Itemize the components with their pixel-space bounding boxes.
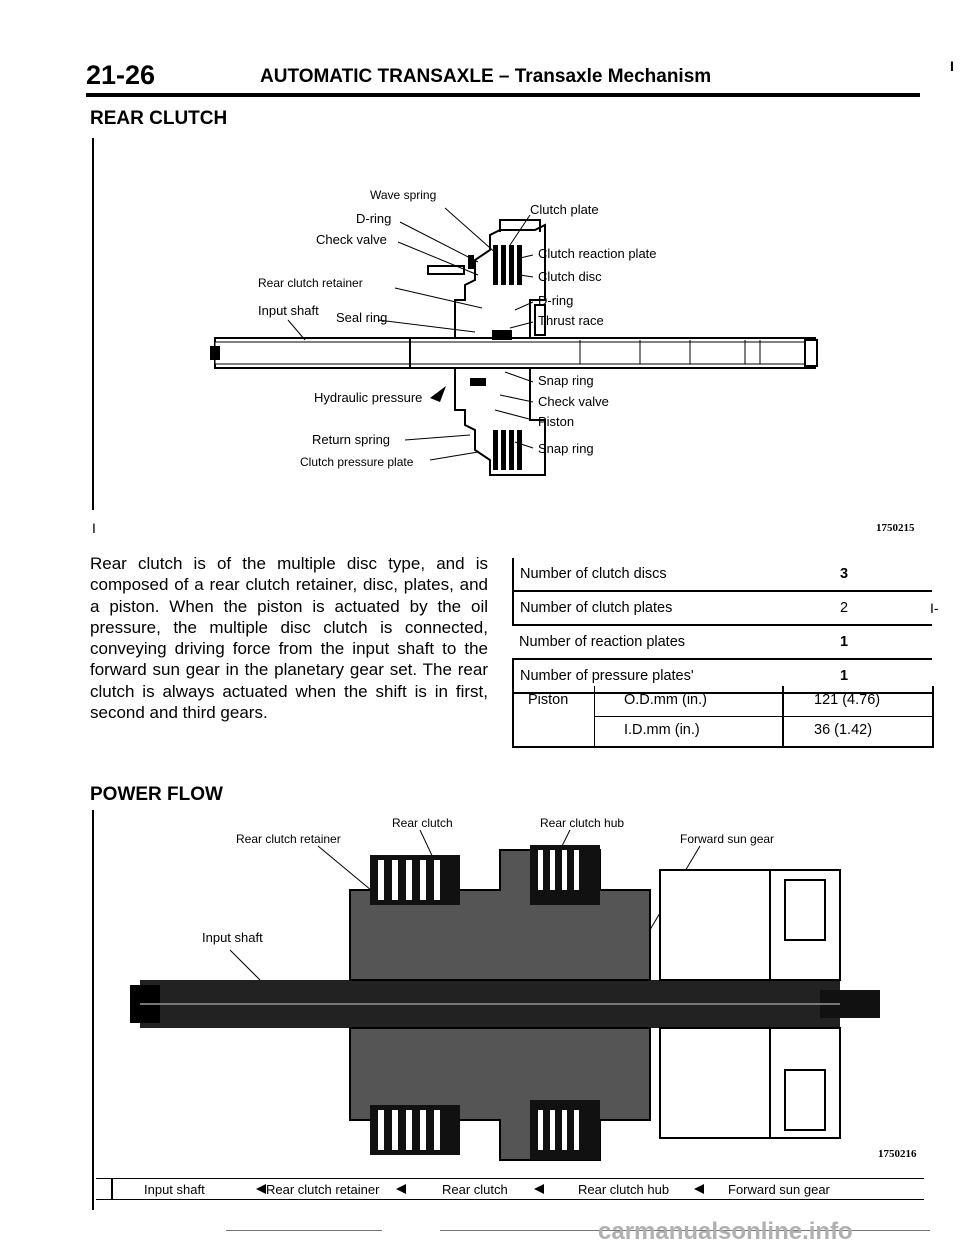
label-rear-clutch-retainer: Rear clutch retainer [258,276,363,290]
flow-bar [96,1178,924,1200]
spec-stray-mark: I- [930,600,939,616]
spec-table: Number of clutch discs 3 Number of clutc… [512,558,932,694]
flow-step-forward-sun-gear: Forward sun gear [728,1182,830,1197]
spec-value: 1 [756,659,932,694]
piston-label: Piston [528,692,569,708]
pf-label-rear-clutch-retainer: Rear clutch retainer [236,832,341,846]
label-d-ring-right: D-ring [538,293,574,308]
corner-mark: I [950,58,954,74]
spec-label: Number of reaction plates [513,625,756,660]
chapter-title: AUTOMATIC TRANSAXLE – Transaxle Mechanis… [260,66,712,87]
piston-id-label: I.D.mm (in.) [624,722,700,738]
label-clutch-disc: Clutch disc [538,269,602,284]
pf-label-rear-clutch-hub: Rear clutch hub [540,816,625,830]
watermark: carmanualsonline.info [598,1218,853,1245]
label-check-valve-right: Check valve [538,394,609,409]
pf-label-forward-sun-gear: Forward sun gear [680,832,775,846]
label-snap-ring-1: Snap ring [538,373,594,388]
label-check-valve-left: Check valve [316,232,387,247]
label-clutch-reaction-plate: Clutch reaction plate [538,246,657,261]
figure-number-power-flow: 1750216 [878,1148,917,1160]
spec-value: 1 [756,625,932,660]
footer-line-right [440,1230,930,1231]
figure-margin-mark: I [92,520,96,536]
label-snap-ring-2: Snap ring [538,441,594,456]
piston-subtable: Piston O.D.mm (in.) 121 (4.76) I.D.mm (i… [512,686,934,748]
label-input-shaft-top: Input shaft [258,303,319,318]
rear-clutch-description: Rear clutch is of the multiple disc type… [90,554,488,723]
spec-row-reaction: Number of reaction plates 1 [513,625,932,660]
label-clutch-plate: Clutch plate [530,202,599,217]
label-clutch-pressure-plate: Clutch pressure plate [300,455,414,469]
piston-divider-h [594,716,932,717]
piston-od-label: O.D.mm (in.) [624,692,707,708]
label-return-spring: Return spring [312,432,391,447]
rear-clutch-diagram [210,219,818,476]
label-hydraulic-pressure: Hydraulic pressure [314,390,423,405]
piston-id-value: 36 (1.42) [814,722,873,738]
page-number: 21-26 [86,60,156,90]
piston-od-value: 121 (4.76) [814,692,881,708]
section-title-rear-clutch: REAR CLUTCH [90,108,228,129]
label-d-ring-left: D-ring [356,211,392,226]
footer-line-left [226,1230,382,1231]
figure-margin-rule [92,138,94,510]
label-piston: Piston [538,414,575,429]
power-flow-diagram [130,830,880,1161]
flow-step-rear-clutch: Rear clutch [442,1182,508,1197]
pf-label-rear-clutch: Rear clutch [392,816,453,830]
figure-number-rear-clutch: 1750215 [876,522,915,534]
spec-value: 2 [756,591,932,626]
spec-value: 3 [756,558,932,592]
spec-label: Number of pressure plates' [512,659,756,694]
flow-step-rear-clutch-hub: Rear clutch hub [578,1182,670,1197]
pressure-arrow [430,386,446,402]
power-flow-margin-rule [92,810,94,1210]
spec-row-plates: Number of clutch plates 2 [512,591,932,626]
spec-row-pressure: Number of pressure plates' 1 [512,659,932,694]
label-thrust-race: Thrust race [538,313,604,328]
section-title-power-flow: POWER FLOW [90,784,223,805]
label-wave-spring: Wave spring [370,188,437,202]
flow-step-input-shaft: Input shaft [144,1182,205,1197]
spec-label: Number of clutch discs [512,558,756,592]
label-seal-ring: Seal ring [336,310,388,325]
flow-step-rear-clutch-retainer: Rear clutch retainer [266,1182,380,1197]
spec-label: Number of clutch plates [512,591,756,626]
spec-row-discs: Number of clutch discs 3 [512,558,932,592]
header-rule [86,93,920,97]
pf-label-input-shaft: Input shaft [202,930,263,945]
